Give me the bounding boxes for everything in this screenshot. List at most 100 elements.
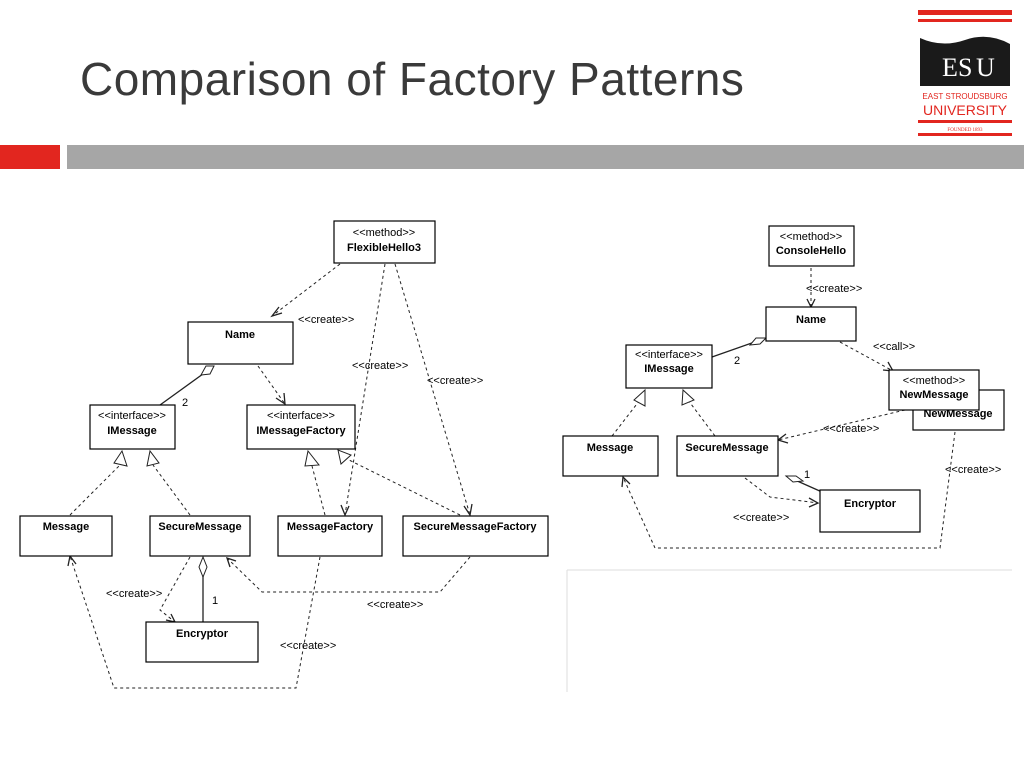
class-name: Encryptor: [844, 498, 897, 510]
svg-text:U: U: [976, 53, 995, 82]
edge-label-create: <<create>>: [352, 360, 408, 372]
arrowhead: [808, 497, 820, 508]
multiplicity-label: 1: [212, 595, 218, 607]
edge-newmessage-securemessage: [777, 409, 906, 441]
edge-message-imessage: [69, 464, 121, 516]
class-securemessage: SecureMessage: [149, 515, 251, 557]
svg-text:S: S: [958, 53, 972, 82]
edge-messagefactory-message: [69, 555, 321, 689]
right-diagram: <<method>> ConsoleHello Name <<interface…: [562, 225, 1005, 549]
svg-text:UNIVERSITY: UNIVERSITY: [923, 102, 1008, 118]
edge-newmessage-message: [622, 431, 956, 549]
edge-label-create: <<create>>: [733, 512, 789, 524]
arrowhead: [225, 556, 237, 568]
arrowhead: [621, 475, 631, 488]
edge-securemessage-imessage: [152, 464, 191, 516]
stereotype: <<method>>: [353, 227, 415, 239]
edge-label-create: <<create>>: [427, 375, 483, 387]
edge-label-create: <<create>>: [823, 423, 879, 435]
stereotype: <<method>>: [780, 231, 842, 243]
aggregation-diamond: [198, 555, 208, 579]
edge-label-create: <<create>>: [280, 640, 336, 652]
stereotype: <<method>>: [903, 375, 965, 387]
interface-imessage: <<interface>> IMessage: [89, 404, 176, 450]
realization-triangle: [681, 388, 695, 406]
svg-text:EAST STROUDSBURG: EAST STROUDSBURG: [922, 92, 1007, 101]
edge-label-create: <<create>>: [806, 283, 862, 295]
realization-triangle: [113, 449, 128, 467]
slide-title: Comparison of Factory Patterns: [80, 53, 745, 105]
stereotype: <<interface>>: [267, 410, 335, 422]
multiplicity-label: 1: [804, 469, 810, 481]
edge-securemessage-imessage: [687, 399, 716, 437]
edge-flexiblehello3-securemessagefactory: [394, 263, 471, 516]
edge-securemessagefactory-securemessage: [226, 556, 471, 593]
aggregation-diamond: [784, 475, 805, 483]
arrowhead: [340, 504, 350, 517]
realization-triangle: [633, 388, 646, 407]
edge-flexiblehello3-messagefactory: [344, 263, 386, 516]
class-name: MessageFactory: [287, 521, 374, 533]
edge-name-newmessage: [839, 341, 894, 372]
class-securemessage: SecureMessage: [676, 435, 779, 477]
stereotype: <<interface>>: [635, 349, 703, 361]
interface-imessage: <<interface>> IMessage: [625, 344, 713, 389]
edge-flexiblehello3-name: [271, 263, 341, 317]
edge-label-create: <<create>>: [106, 588, 162, 600]
svg-text:E: E: [942, 53, 958, 82]
class-name: SecureMessage: [158, 521, 241, 533]
class-flexiblehello3: <<method>> FlexibleHello3: [333, 220, 436, 264]
class-name: NewMessage: [923, 408, 992, 420]
edge-securemessage-encryptor-create: [159, 556, 191, 623]
class-name: IMessageFactory: [256, 425, 346, 437]
stereotype: <<interface>>: [98, 410, 166, 422]
left-diagram: <<method>> FlexibleHello3 Name <<interfa…: [19, 220, 549, 689]
class-name-label: Name: [796, 314, 826, 326]
class-encryptor: Encryptor: [819, 489, 921, 533]
edge-label-call: <<call>>: [873, 341, 915, 353]
realization-triangle: [146, 449, 160, 467]
svg-text:FOUNDED 1893: FOUNDED 1893: [947, 128, 983, 133]
class-name: SecureMessage: [685, 442, 768, 454]
arrowhead: [67, 554, 77, 567]
class-name: IMessage: [107, 425, 157, 437]
class-message: Message: [19, 515, 113, 557]
class-name: Message: [43, 521, 89, 533]
class-encryptor: Encryptor: [145, 621, 259, 663]
class-name-label: Name: [225, 329, 255, 341]
class-messagefactory: MessageFactory: [277, 515, 383, 557]
class-name: FlexibleHello3: [347, 242, 421, 254]
class-consolehello: <<method>> ConsoleHello: [768, 225, 855, 267]
class-name: Name: [765, 306, 857, 342]
class-name: Message: [587, 442, 633, 454]
interface-imessagefactory: <<interface>> IMessageFactory: [246, 404, 356, 450]
arrowhead: [275, 392, 286, 406]
edge-label-create: <<create>>: [945, 464, 1001, 476]
arrowhead: [270, 306, 283, 318]
edge-securemessage-encryptor-create: [744, 477, 819, 504]
class-name: Encryptor: [176, 628, 229, 640]
aggregation-diamond: [748, 337, 768, 346]
aggregation-diamond: [200, 365, 215, 376]
class-name: SecureMessageFactory: [414, 521, 538, 533]
class-newmessage-method: <<method>> NewMessage: [888, 369, 980, 411]
class-name: NewMessage: [899, 389, 968, 401]
arrowhead: [463, 503, 473, 517]
edge-name-imessagefactory: [257, 365, 286, 405]
multiplicity-label: 2: [734, 355, 740, 367]
class-name: Name: [187, 321, 294, 365]
class-name: ConsoleHello: [776, 245, 847, 257]
edge-messagefactory-imessagefactory: [311, 465, 326, 516]
header-bar-gray: [67, 145, 1024, 169]
header-bar-accent: [0, 145, 60, 169]
class-securemessagefactory: SecureMessageFactory: [402, 515, 549, 557]
edge-label-create: <<create>>: [298, 314, 354, 326]
edge-label-create: <<create>>: [367, 599, 423, 611]
class-name: IMessage: [644, 363, 694, 375]
edge-securemessagefactory-imessagefactory: [344, 457, 461, 516]
realization-triangle: [337, 449, 352, 465]
edge-message-imessage: [611, 399, 641, 437]
esu-logo: E S U EAST STROUDSBURG UNIVERSITY FOUNDE…: [918, 10, 1012, 136]
class-message: Message: [562, 435, 659, 477]
